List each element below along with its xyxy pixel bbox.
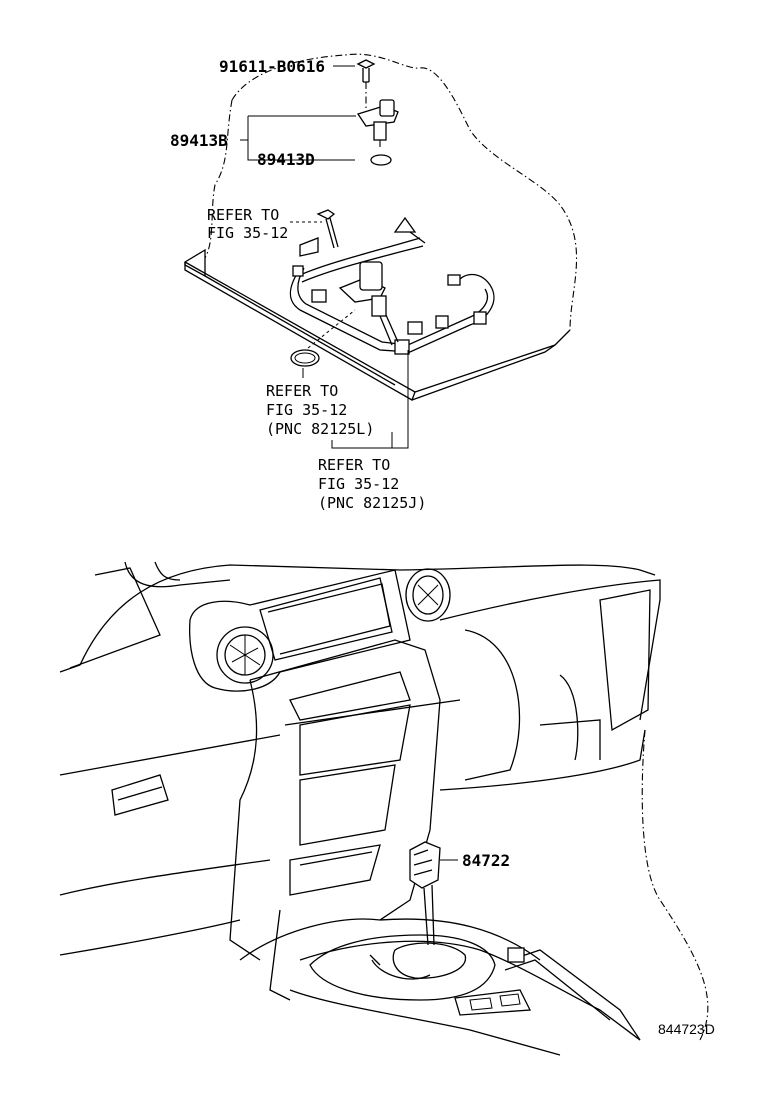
refer-j-line3: (PNC 82125J): [318, 494, 426, 512]
label-oring-part-number: 89413D: [257, 150, 315, 169]
refer-l-line2: FIG 35-12: [266, 401, 347, 419]
housing-bolt-icon: [316, 209, 339, 249]
label-sensor-part-number: 89413B: [170, 131, 228, 150]
sensor-installed-icon: [338, 261, 399, 346]
dashboard-illustration: [59, 561, 709, 1056]
wire-harness: [289, 216, 495, 355]
label-bolt-part-number: 91611-B0616: [219, 57, 325, 76]
illustration-id: 844723D: [658, 1021, 715, 1037]
bolt-icon: [356, 59, 376, 83]
refer-top-line1: REFER TO: [207, 206, 279, 224]
housing-o-ring-icon: [290, 349, 320, 367]
refer-top-line2: FIG 35-12: [207, 224, 288, 242]
refer-l-line1: REFER TO: [266, 382, 338, 400]
transmission-housing: [184, 53, 578, 401]
refer-j-line2: FIG 35-12: [318, 475, 399, 493]
label-shift-sensor-part-number: 84722: [462, 851, 510, 870]
shift-position-sensor-icon: [409, 841, 441, 946]
leader-lines-top: [240, 65, 409, 449]
o-ring-icon: [370, 154, 392, 166]
refer-j-line1: REFER TO: [318, 456, 390, 474]
refer-l-line3: (PNC 82125L): [266, 420, 374, 438]
speed-sensor-icon: [356, 99, 399, 141]
